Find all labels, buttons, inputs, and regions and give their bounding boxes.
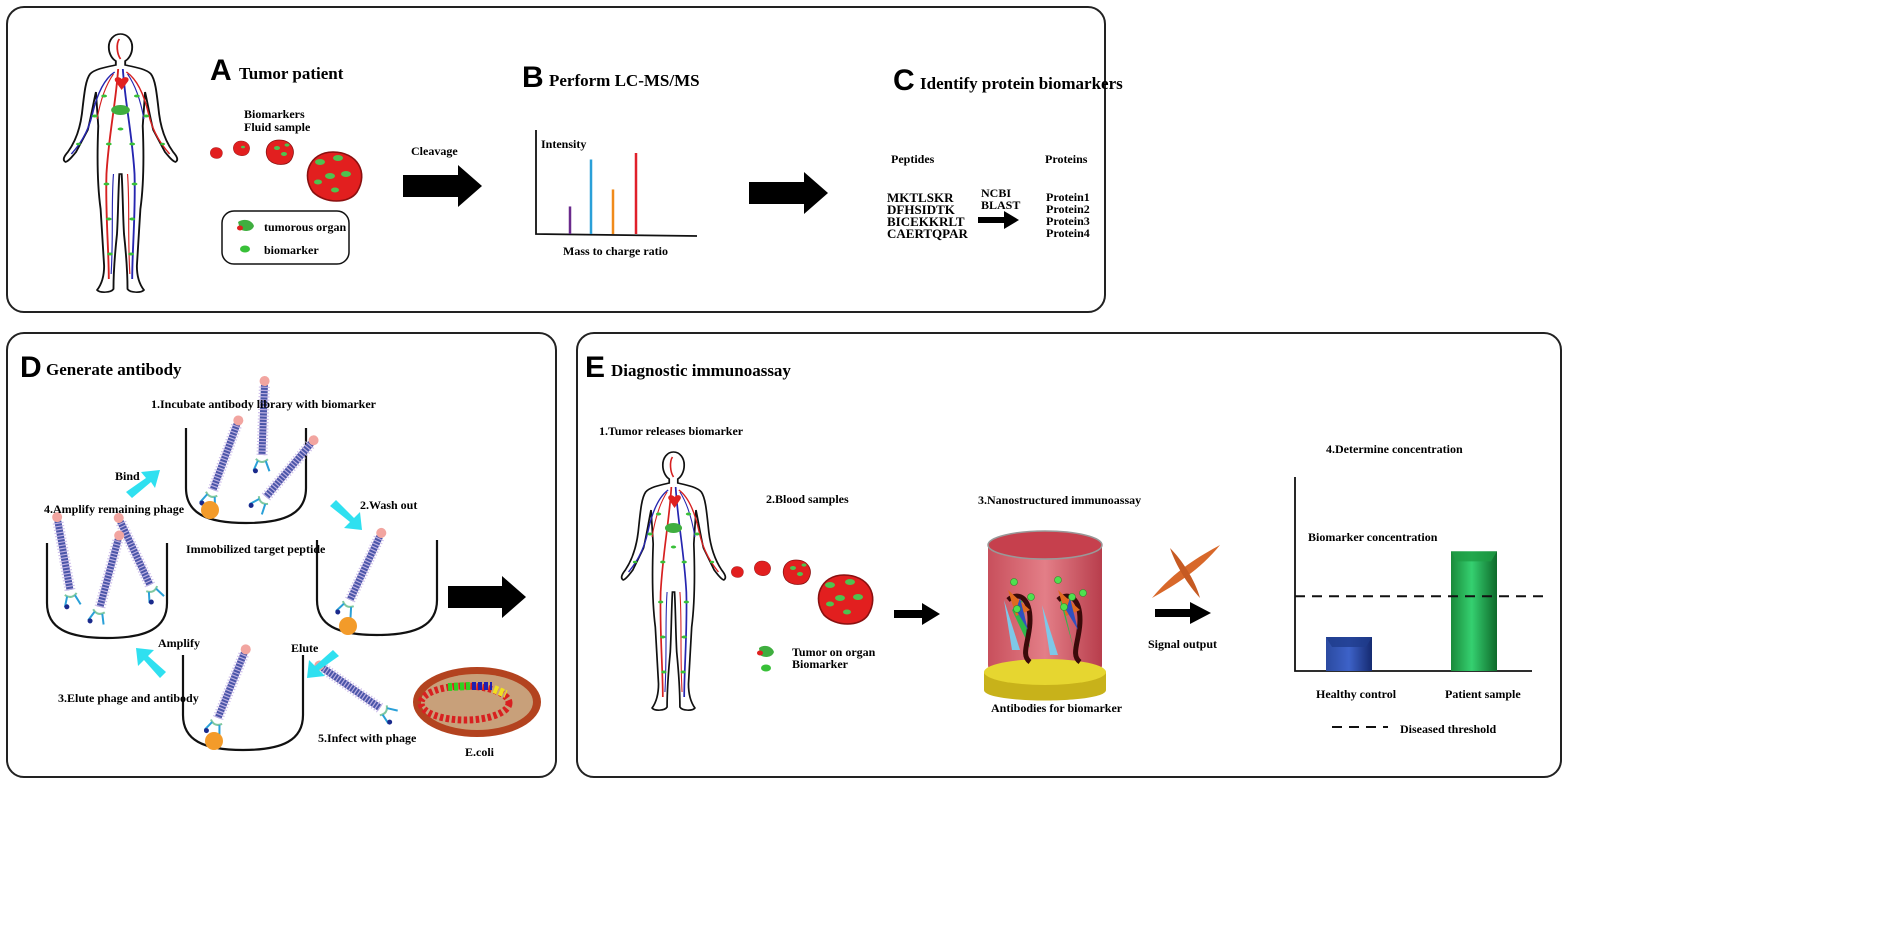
ms-chart-axes xyxy=(535,130,698,237)
title-c: Identify protein biomarkers xyxy=(920,74,1123,93)
blood-drops-e xyxy=(731,559,874,625)
signal-label: Signal output xyxy=(1148,637,1218,651)
phage-b4a xyxy=(48,511,81,610)
phage-b4c xyxy=(87,528,128,626)
phage-b3 xyxy=(203,642,255,739)
protein-1: Protein1 xyxy=(1046,190,1090,204)
arrow-d-e xyxy=(448,576,526,618)
arrow-a-b xyxy=(403,165,482,207)
conc-bar-2 xyxy=(1451,551,1497,671)
legend-box-a xyxy=(221,210,350,265)
immobilized-label: Immobilized target peptide xyxy=(186,542,326,556)
protein-4: Protein4 xyxy=(1046,226,1090,240)
elute-label: Elute xyxy=(291,641,319,655)
letter-a: A xyxy=(210,54,232,87)
title-d: Generate antibody xyxy=(46,360,182,379)
legend-marker-a: biomarker xyxy=(264,243,319,257)
legend-organ-a: tumorous organ xyxy=(264,220,347,234)
phage-b2 xyxy=(334,525,390,620)
human-body-e xyxy=(620,451,727,711)
letter-e: E xyxy=(585,351,606,384)
step2-e: 2.Blood samples xyxy=(766,492,849,506)
peptide-4: CAERTQPAR xyxy=(887,226,968,241)
blood-drops-a xyxy=(210,139,363,202)
legend-tumor-e: Tumor on organ xyxy=(792,645,876,659)
cleavage-label: Cleavage xyxy=(411,144,458,158)
arrow-blast xyxy=(978,211,1019,229)
letter-d: D xyxy=(20,351,42,384)
step4-d: 4.Amplify remaining phage xyxy=(44,502,185,516)
step1-e: 1.Tumor releases biomarker xyxy=(599,424,744,438)
bind-label: Bind xyxy=(115,469,140,483)
ms-y-label: Intensity xyxy=(541,137,587,151)
title-e: Diagnostic immunoassay xyxy=(611,361,791,380)
title-a: Tumor patient xyxy=(239,64,344,83)
tool-line2: BLAST xyxy=(981,198,1021,212)
step4-e: 4.Determine concentration xyxy=(1326,442,1463,456)
arrow-b-c xyxy=(749,172,828,214)
protein-2: Protein2 xyxy=(1046,202,1090,216)
conc-cat-2: Patient sample xyxy=(1445,687,1521,701)
signal-output-icon xyxy=(1152,545,1220,598)
title-b: Perform LC-MS/MS xyxy=(549,71,700,90)
conc-bar-cap-2 xyxy=(1451,551,1497,562)
step3-e: 3.Nanostructured immunoassay xyxy=(978,493,1142,507)
step2-d: 2.Wash out xyxy=(360,498,418,512)
human-body-a xyxy=(62,33,179,294)
arrow-e1 xyxy=(894,603,940,625)
peptide-3: BICEKKRLT xyxy=(887,214,965,229)
cyan-arrows xyxy=(126,470,362,678)
ms-x-label: Mass to charge ratio xyxy=(563,244,668,258)
ecoli-cell xyxy=(413,667,541,737)
step1-d: 1.Incubate antibody library with biomark… xyxy=(151,397,377,411)
proteins-header: Proteins xyxy=(1045,152,1088,166)
peptides-header: Peptides xyxy=(891,152,935,166)
conc-y-label: Biomarker concentration xyxy=(1308,530,1438,544)
panel-abc xyxy=(6,6,1106,313)
phage-b1a xyxy=(199,413,248,510)
sample-line1: Biomarkers xyxy=(244,107,305,121)
immunoassay-cylinder xyxy=(984,530,1106,701)
peptide-1: MKTLSKR xyxy=(887,190,954,205)
arrow-e2 xyxy=(1155,602,1211,624)
tool-line1: NCBI xyxy=(981,186,1012,200)
letter-b: B xyxy=(522,61,544,94)
conc-chart-bars xyxy=(1326,551,1497,671)
phage-b1b xyxy=(253,376,273,474)
ecoli-label: E.coli xyxy=(465,745,494,759)
beaker-2 xyxy=(315,538,439,637)
antibodies-label: Antibodies for biomarker xyxy=(991,701,1123,715)
step5-d: 5.Infect with phage xyxy=(318,731,417,745)
threshold-label: Diseased threshold xyxy=(1400,722,1497,736)
letter-c: C xyxy=(893,64,915,97)
protein-3: Protein3 xyxy=(1046,214,1090,228)
peptide-2: DFHSIDTK xyxy=(887,202,955,217)
amplify-label: Amplify xyxy=(158,636,200,650)
conc-cat-1: Healthy control xyxy=(1316,687,1397,701)
legend-marker-e: Biomarker xyxy=(792,657,848,671)
conc-bar-cap-1 xyxy=(1326,637,1372,647)
sample-line2: Fluid sample xyxy=(244,120,311,134)
step3-d: 3.Elute phage and antibody xyxy=(58,691,199,705)
ms-chart-bars xyxy=(568,153,638,234)
